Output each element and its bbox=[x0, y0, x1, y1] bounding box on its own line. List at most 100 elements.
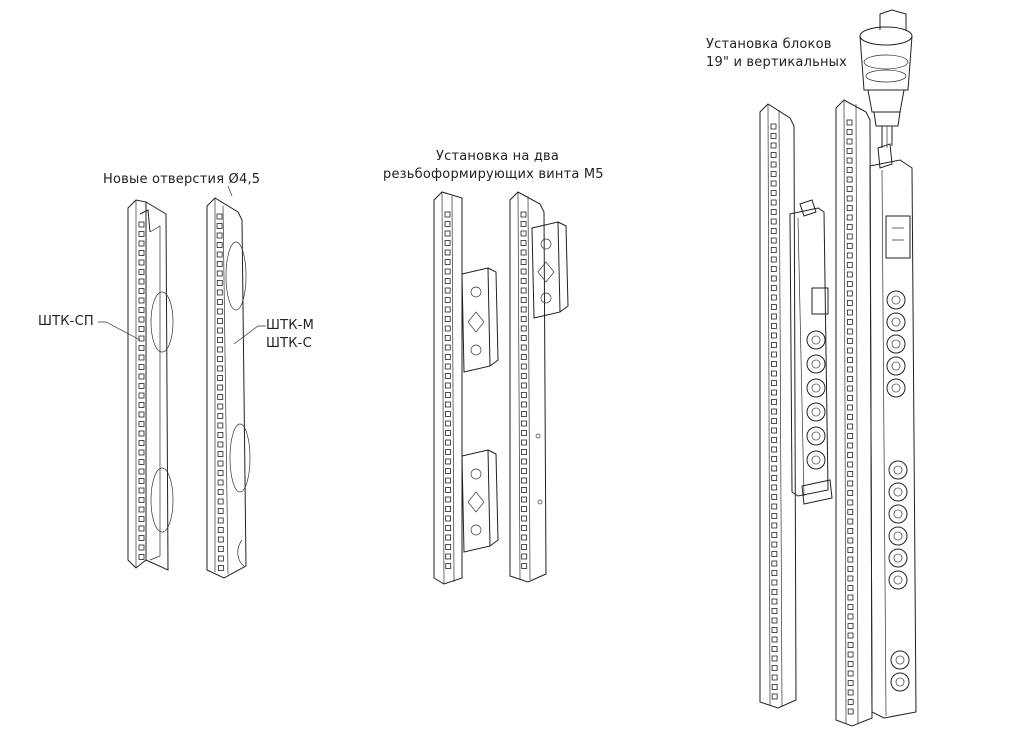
rail-right-blocks bbox=[835, 99, 873, 727]
rail-hole bbox=[846, 205, 853, 211]
rail-hole bbox=[444, 335, 451, 341]
rail-hole bbox=[771, 627, 778, 633]
rail-hole bbox=[847, 442, 854, 449]
rail-hole bbox=[847, 480, 854, 487]
rail-hole bbox=[520, 221, 527, 227]
rail-hole bbox=[846, 157, 853, 164]
rail-hole bbox=[521, 544, 528, 550]
power-socket bbox=[806, 378, 826, 398]
rail-hole bbox=[216, 289, 223, 296]
rail-hole bbox=[217, 489, 224, 495]
rail-hole bbox=[771, 475, 778, 481]
rail-hole bbox=[770, 266, 777, 272]
rail-hole bbox=[846, 281, 853, 287]
rail-hole bbox=[770, 209, 777, 215]
socket-center bbox=[895, 655, 905, 665]
rail-hole bbox=[771, 617, 778, 624]
rail-hole bbox=[770, 199, 777, 206]
rail-hole bbox=[216, 308, 223, 315]
rail-hole bbox=[138, 383, 145, 389]
rail-hole bbox=[521, 553, 528, 560]
rail-hole bbox=[771, 494, 778, 500]
label-install-two-line2: резьбоформирующих винта М5 bbox=[383, 167, 604, 182]
rail-hole bbox=[520, 211, 527, 218]
rail-hole bbox=[445, 420, 451, 427]
rail-hole bbox=[847, 357, 853, 363]
rail-hole bbox=[846, 300, 853, 306]
rail-hole bbox=[444, 411, 451, 417]
rail-hole bbox=[520, 363, 527, 370]
rail-hole bbox=[445, 468, 451, 474]
rail-hole bbox=[444, 211, 451, 218]
rail-hole bbox=[444, 287, 451, 294]
power-plug bbox=[859, 9, 913, 148]
rail-hole bbox=[846, 214, 853, 221]
rail-hole bbox=[847, 347, 853, 354]
new-hole-zone-lower bbox=[229, 423, 251, 493]
power-socket bbox=[806, 354, 826, 374]
circuit-breaker bbox=[885, 215, 911, 259]
rail-hole bbox=[217, 394, 224, 400]
rail-hole bbox=[771, 456, 778, 462]
rail-hole bbox=[138, 288, 145, 294]
rail-hole bbox=[444, 230, 451, 237]
rail-hole bbox=[444, 354, 451, 360]
label-install-blocks-line2: 19" и вертикальных bbox=[706, 55, 848, 70]
rail-hole bbox=[846, 262, 853, 268]
rail-hole bbox=[138, 535, 145, 541]
rail-hole bbox=[217, 432, 224, 438]
power-socket bbox=[886, 290, 906, 310]
rail-hole bbox=[138, 269, 145, 275]
rail-hole bbox=[771, 541, 778, 548]
rail-hole bbox=[445, 553, 452, 560]
rail-hole bbox=[217, 422, 224, 429]
rail-hole bbox=[216, 232, 223, 239]
rail-hole bbox=[138, 326, 145, 332]
rail-hole bbox=[771, 389, 777, 396]
rail-right-two-screws bbox=[509, 191, 569, 583]
rail-hole bbox=[847, 604, 854, 610]
power-socket bbox=[886, 356, 906, 376]
pdu-block-vertical bbox=[869, 143, 917, 719]
rail-hole bbox=[770, 275, 777, 282]
rail-hole bbox=[520, 306, 527, 313]
rail-hole bbox=[445, 487, 451, 493]
power-socket bbox=[806, 450, 826, 470]
socket-center bbox=[893, 465, 903, 475]
rail-hole bbox=[444, 306, 451, 313]
rail-left-two-screws bbox=[433, 191, 499, 585]
power-socket bbox=[806, 426, 826, 446]
rail-hole bbox=[217, 470, 224, 476]
rail-hole bbox=[138, 516, 145, 522]
rail-hole bbox=[846, 243, 853, 249]
label-install-blocks-line1: Установка блоков bbox=[706, 37, 832, 52]
rail-hole bbox=[770, 313, 777, 320]
rail-hole bbox=[847, 642, 854, 648]
rail-hole bbox=[846, 138, 853, 145]
power-socket bbox=[888, 570, 908, 590]
mount-bracket-lower bbox=[461, 449, 499, 553]
rail-hole bbox=[138, 544, 145, 551]
rail-hole bbox=[770, 152, 777, 158]
rail-hole bbox=[138, 487, 145, 494]
rail-hole bbox=[520, 373, 527, 379]
rail-hole bbox=[444, 325, 451, 332]
socket-center bbox=[891, 295, 901, 305]
rail-hole bbox=[138, 402, 145, 408]
rail-hole bbox=[846, 176, 853, 183]
rail-hole bbox=[217, 384, 224, 391]
power-socket bbox=[886, 312, 906, 332]
rail-hole bbox=[847, 537, 854, 544]
rail-hole bbox=[846, 195, 853, 202]
rail-hole bbox=[847, 680, 854, 686]
rail-hole bbox=[847, 670, 854, 677]
rail-hole bbox=[847, 518, 854, 525]
rail-hole bbox=[770, 190, 777, 196]
rail-hole bbox=[847, 366, 853, 373]
rail-hole bbox=[846, 233, 853, 240]
label-new-holes: Новые отверстия Ø4,5 bbox=[103, 172, 261, 187]
socket-center bbox=[891, 383, 901, 393]
socket-center bbox=[893, 553, 903, 563]
rail-hole bbox=[846, 290, 853, 297]
rail-hole bbox=[847, 395, 853, 401]
